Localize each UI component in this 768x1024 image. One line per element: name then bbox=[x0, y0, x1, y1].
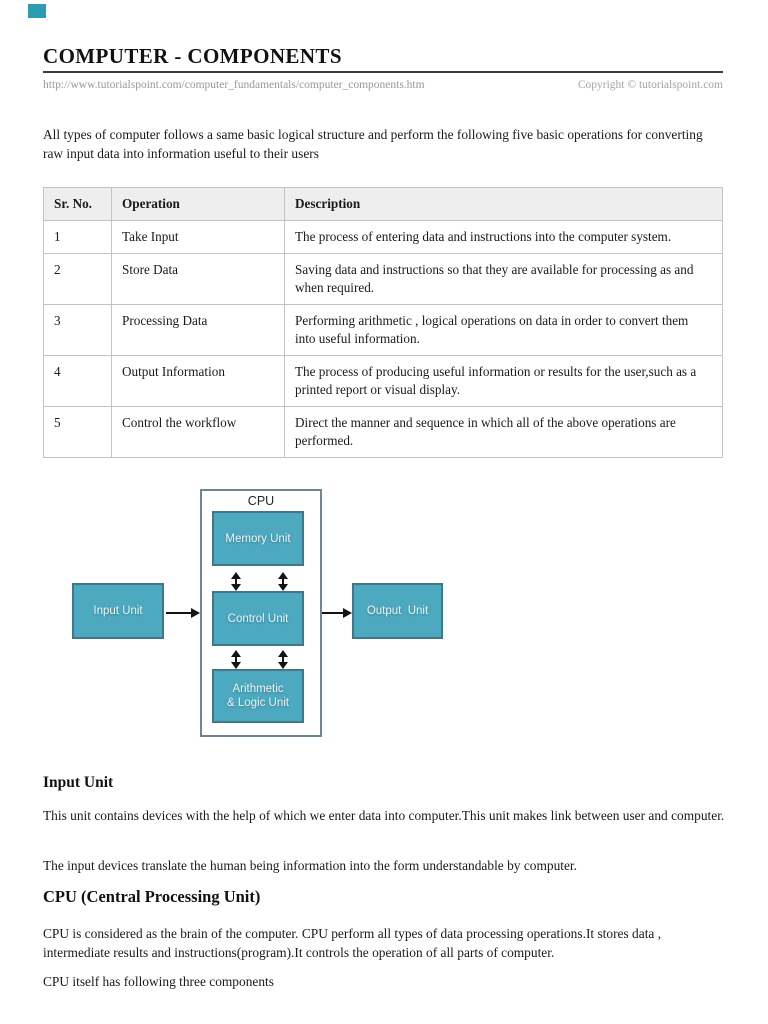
double-arrow-memory-control-right bbox=[277, 572, 289, 591]
arrow-head-icon bbox=[278, 584, 288, 591]
arrow-head-icon bbox=[278, 650, 288, 657]
input-unit-box: Input Unit bbox=[72, 583, 164, 639]
paragraph: This unit contains devices with the help… bbox=[43, 808, 725, 823]
cell-description: Performing arithmetic , logical operatio… bbox=[284, 304, 723, 356]
arrow-head-icon bbox=[191, 608, 200, 618]
section-heading-input-unit: Input Unit bbox=[43, 774, 114, 791]
cell-description: Saving data and instructions so that the… bbox=[284, 253, 723, 305]
arrow-shaft bbox=[322, 612, 344, 614]
control-unit-label: Control Unit bbox=[227, 612, 289, 625]
cell-description: Direct the manner and sequence in which … bbox=[284, 406, 723, 458]
input-unit-label: Input Unit bbox=[93, 605, 143, 617]
arrow-head-icon bbox=[231, 572, 241, 579]
source-url: http://www.tutorialspoint.com/computer_f… bbox=[43, 79, 425, 91]
arrow-input-to-cpu bbox=[166, 607, 200, 619]
arrow-shaft bbox=[282, 577, 284, 586]
cell-description: The process of producing useful informat… bbox=[284, 355, 723, 407]
paragraph: CPU itself has following three component… bbox=[43, 974, 274, 989]
arrow-shaft bbox=[235, 577, 237, 586]
operations-table: Sr. No. Operation Description 1 Take Inp… bbox=[43, 187, 723, 458]
cell-operation: Take Input bbox=[111, 220, 285, 254]
arrow-head-icon bbox=[278, 662, 288, 669]
paragraph: CPU is considered as the brain of the co… bbox=[43, 926, 662, 960]
col-header-sr-no: Sr. No. bbox=[43, 187, 112, 221]
cpu-label: CPU bbox=[247, 494, 275, 508]
section-heading-cpu: CPU (Central Processing Unit) bbox=[43, 887, 261, 906]
cell-sr: 3 bbox=[43, 304, 112, 356]
col-header-operation: Operation bbox=[111, 187, 285, 221]
control-unit-box: Control Unit bbox=[212, 591, 304, 646]
page-title: COMPUTER - COMPONENTS bbox=[43, 44, 342, 68]
memory-unit-box: Memory Unit bbox=[212, 511, 304, 566]
intro-paragraph: All types of computer follows a same bas… bbox=[43, 127, 703, 161]
title-divider bbox=[43, 71, 723, 73]
cell-operation: Store Data bbox=[111, 253, 285, 305]
arrow-cpu-to-output bbox=[322, 607, 352, 619]
copyright-text: Copyright © tutorialspoint.com bbox=[577, 79, 723, 91]
col-header-description: Description bbox=[284, 187, 723, 221]
arrow-head-icon bbox=[278, 572, 288, 579]
arrow-head-icon bbox=[343, 608, 352, 618]
arrow-head-icon bbox=[231, 662, 241, 669]
computer-architecture-diagram: CPU Memory Unit Control Unit Arithmetic … bbox=[60, 483, 460, 751]
table-row: 3 Processing Data Performing arithmetic … bbox=[43, 304, 723, 356]
alu-label-line1: Arithmetic bbox=[232, 683, 284, 695]
arithmetic-logic-unit-box: Arithmetic & Logic Unit bbox=[212, 669, 304, 723]
cell-sr: 2 bbox=[43, 253, 112, 305]
cell-operation: Output Information bbox=[111, 355, 285, 407]
brand-square-icon bbox=[28, 4, 46, 18]
table-header-row: Sr. No. Operation Description bbox=[43, 187, 723, 221]
cell-operation: Processing Data bbox=[111, 304, 285, 356]
output-unit-box: Output Unit bbox=[352, 583, 443, 639]
output-unit-label: Output Unit bbox=[366, 605, 429, 617]
table-row: 2 Store Data Saving data and instruction… bbox=[43, 253, 723, 305]
alu-label-line2: & Logic Unit bbox=[226, 697, 289, 709]
cell-sr: 4 bbox=[43, 355, 112, 407]
paragraph: The input devices translate the human be… bbox=[43, 858, 577, 873]
meta-row: http://www.tutorialspoint.com/computer_f… bbox=[43, 79, 723, 91]
cell-sr: 5 bbox=[43, 406, 112, 458]
table-row: 4 Output Information The process of prod… bbox=[43, 355, 723, 407]
double-arrow-control-alu-left bbox=[230, 650, 242, 669]
cell-description: The process of entering data and instruc… bbox=[284, 220, 723, 254]
arrow-shaft bbox=[282, 655, 284, 664]
double-arrow-memory-control-left bbox=[230, 572, 242, 591]
double-arrow-control-alu-right bbox=[277, 650, 289, 669]
table-row: 1 Take Input The process of entering dat… bbox=[43, 220, 723, 254]
cell-sr: 1 bbox=[43, 220, 112, 254]
table-row: 5 Control the workflow Direct the manner… bbox=[43, 406, 723, 458]
arrow-head-icon bbox=[231, 650, 241, 657]
arrow-shaft bbox=[166, 612, 192, 614]
cell-operation: Control the workflow bbox=[111, 406, 285, 458]
arrow-shaft bbox=[235, 655, 237, 664]
arrow-head-icon bbox=[231, 584, 241, 591]
memory-unit-label: Memory Unit bbox=[225, 532, 291, 545]
